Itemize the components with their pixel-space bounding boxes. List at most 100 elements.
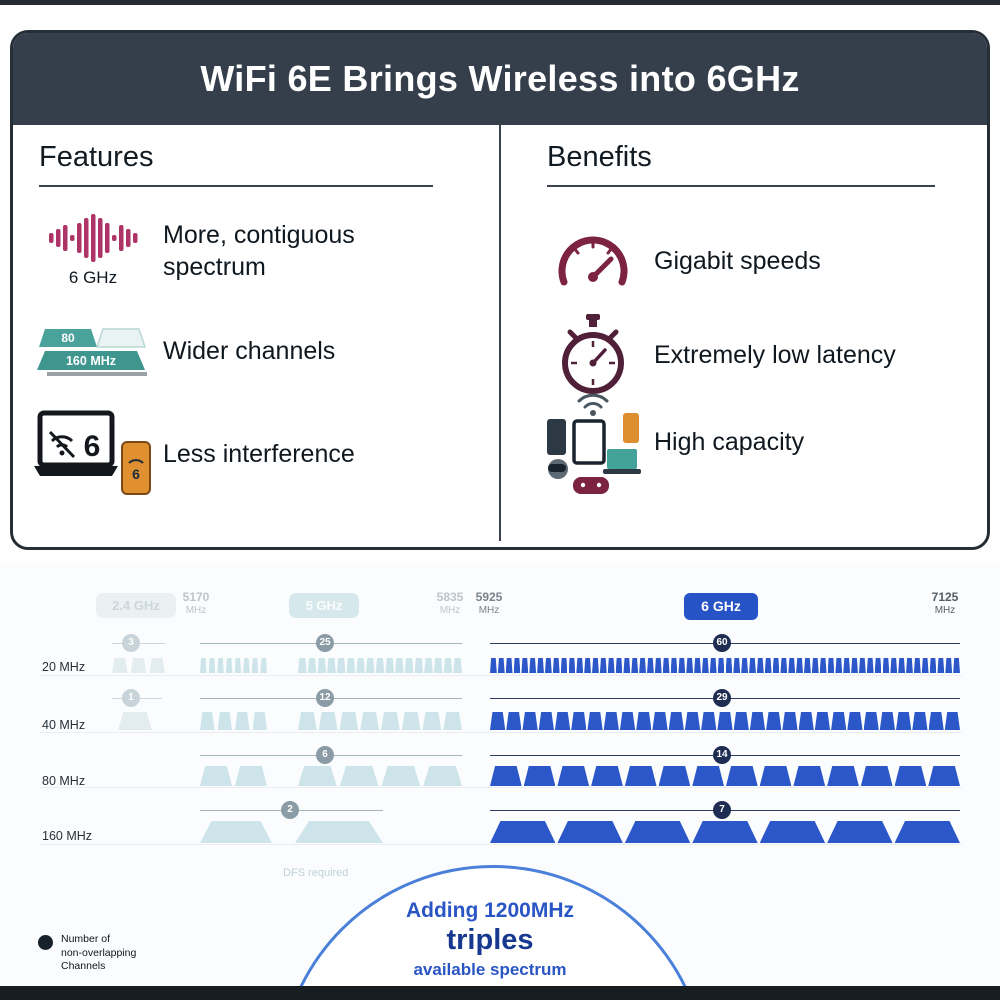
channel-block: [847, 712, 863, 730]
benefits-column: Benefits: [501, 125, 987, 541]
channel-block: [404, 658, 414, 673]
freq-value: 7125: [931, 590, 959, 604]
channel-block: [882, 658, 890, 673]
channel-block: [814, 712, 831, 730]
channel-block: [490, 712, 506, 730]
channel-block: [866, 658, 874, 673]
axis-band-pill: 6 GHz: [684, 593, 758, 620]
channel-block: [921, 658, 929, 673]
wider-channels-icon: 80 160 MHz: [37, 328, 147, 376]
channel-block: [804, 658, 811, 673]
channel-block: [560, 658, 568, 673]
channel-block: [811, 658, 819, 673]
channel-block: [928, 712, 944, 730]
channel-block: [759, 766, 792, 786]
channel-block: [149, 658, 165, 673]
channel-block: [235, 766, 267, 786]
axis-band-pill: 2.4 GHz: [96, 593, 176, 618]
channel-block: [766, 712, 782, 730]
channel-block: [587, 712, 603, 730]
channel-block: [717, 712, 733, 730]
count-badge: 14: [713, 746, 731, 764]
channel-block: [953, 658, 960, 673]
channel-block: [317, 658, 327, 673]
channel-block: [225, 658, 233, 673]
row-gridline: [40, 787, 962, 788]
feature-icon-wrap: 80 160 MHz: [37, 325, 149, 377]
channel-block: [662, 658, 670, 673]
channel-block: [780, 658, 788, 673]
row-label: 40 MHz: [42, 718, 86, 732]
channel-block: [858, 658, 866, 673]
channel-block: [443, 712, 462, 730]
legend-line-1: Number of: [61, 933, 111, 945]
channel-block: [827, 766, 859, 786]
channel-block: [639, 658, 646, 673]
channel-block: [251, 658, 259, 673]
channel-block: [694, 658, 701, 673]
channel-block: [327, 658, 336, 673]
channel-block: [701, 712, 717, 730]
count-badge: 6: [316, 746, 334, 764]
channel-block: [906, 658, 913, 673]
feature-text-interference: Less interference: [163, 440, 355, 468]
channel-block: [749, 658, 756, 673]
channel-block: [490, 766, 522, 786]
channel-block: [260, 658, 267, 673]
channel-block: [537, 658, 544, 673]
channel-block: [298, 712, 317, 730]
page-title: WiFi 6E Brings Wireless into 6GHz: [200, 58, 800, 99]
channel-block: [619, 712, 636, 730]
row-label: 80 MHz: [42, 774, 86, 788]
channel-block: [422, 712, 442, 730]
channel-block: [701, 658, 709, 673]
benefits-heading: Benefits: [547, 141, 652, 173]
channel-block: [647, 658, 654, 673]
channel-block: [874, 658, 882, 673]
channel-block: [928, 766, 960, 786]
benefit-icon-wrap: [545, 389, 641, 495]
channel-block: [217, 658, 224, 673]
features-heading-rule: [39, 185, 433, 187]
channel-block: [929, 658, 937, 673]
channel-80-label: 80: [61, 331, 75, 345]
feature-text-spectrum: More, contiguous spectrum: [163, 220, 355, 281]
channel-block: [793, 766, 826, 786]
channel-block: [624, 766, 657, 786]
freq-unit: MHz: [478, 604, 500, 616]
row-gridline: [40, 675, 962, 676]
channel-block: [375, 658, 385, 673]
benefit-icon-wrap: [545, 231, 640, 291]
channel-block: [544, 658, 552, 673]
benefit-item-capacity: High capacity: [545, 389, 804, 495]
channel-block: [557, 766, 590, 786]
channel-block: [898, 658, 906, 673]
channel-block: [749, 712, 766, 730]
channel-block: [200, 712, 215, 730]
channel-block: [557, 821, 623, 843]
channel-160-label: 160 MHz: [66, 354, 116, 368]
row-label: 20 MHz: [42, 660, 86, 674]
channel-block: [252, 712, 267, 730]
channel-block: [576, 658, 584, 673]
channel-block: [623, 658, 631, 673]
channel-block: [692, 766, 724, 786]
channel-block: [772, 658, 780, 673]
count-badge: 2: [281, 801, 299, 819]
row-gridline: [40, 844, 962, 845]
top-border-strip: [0, 0, 1000, 5]
channel-block: [827, 821, 893, 843]
channel-block: [782, 712, 798, 730]
legend-text: Number of non-overlapping Channels: [61, 933, 136, 974]
channel-block: [538, 712, 554, 730]
channel-block: [636, 712, 652, 730]
feature-benefit-card: WiFi 6E Brings Wireless into 6GHz Featur…: [10, 30, 990, 550]
freq-unit: MHz: [439, 604, 461, 616]
feature-item-channels: 80 160 MHz Wider channels: [37, 325, 335, 377]
axis-band-pill: 5 GHz: [289, 593, 359, 618]
channel-block: [365, 658, 375, 673]
channel-block: [356, 658, 365, 673]
channel-block: [513, 658, 521, 673]
channel-block: [414, 658, 424, 673]
